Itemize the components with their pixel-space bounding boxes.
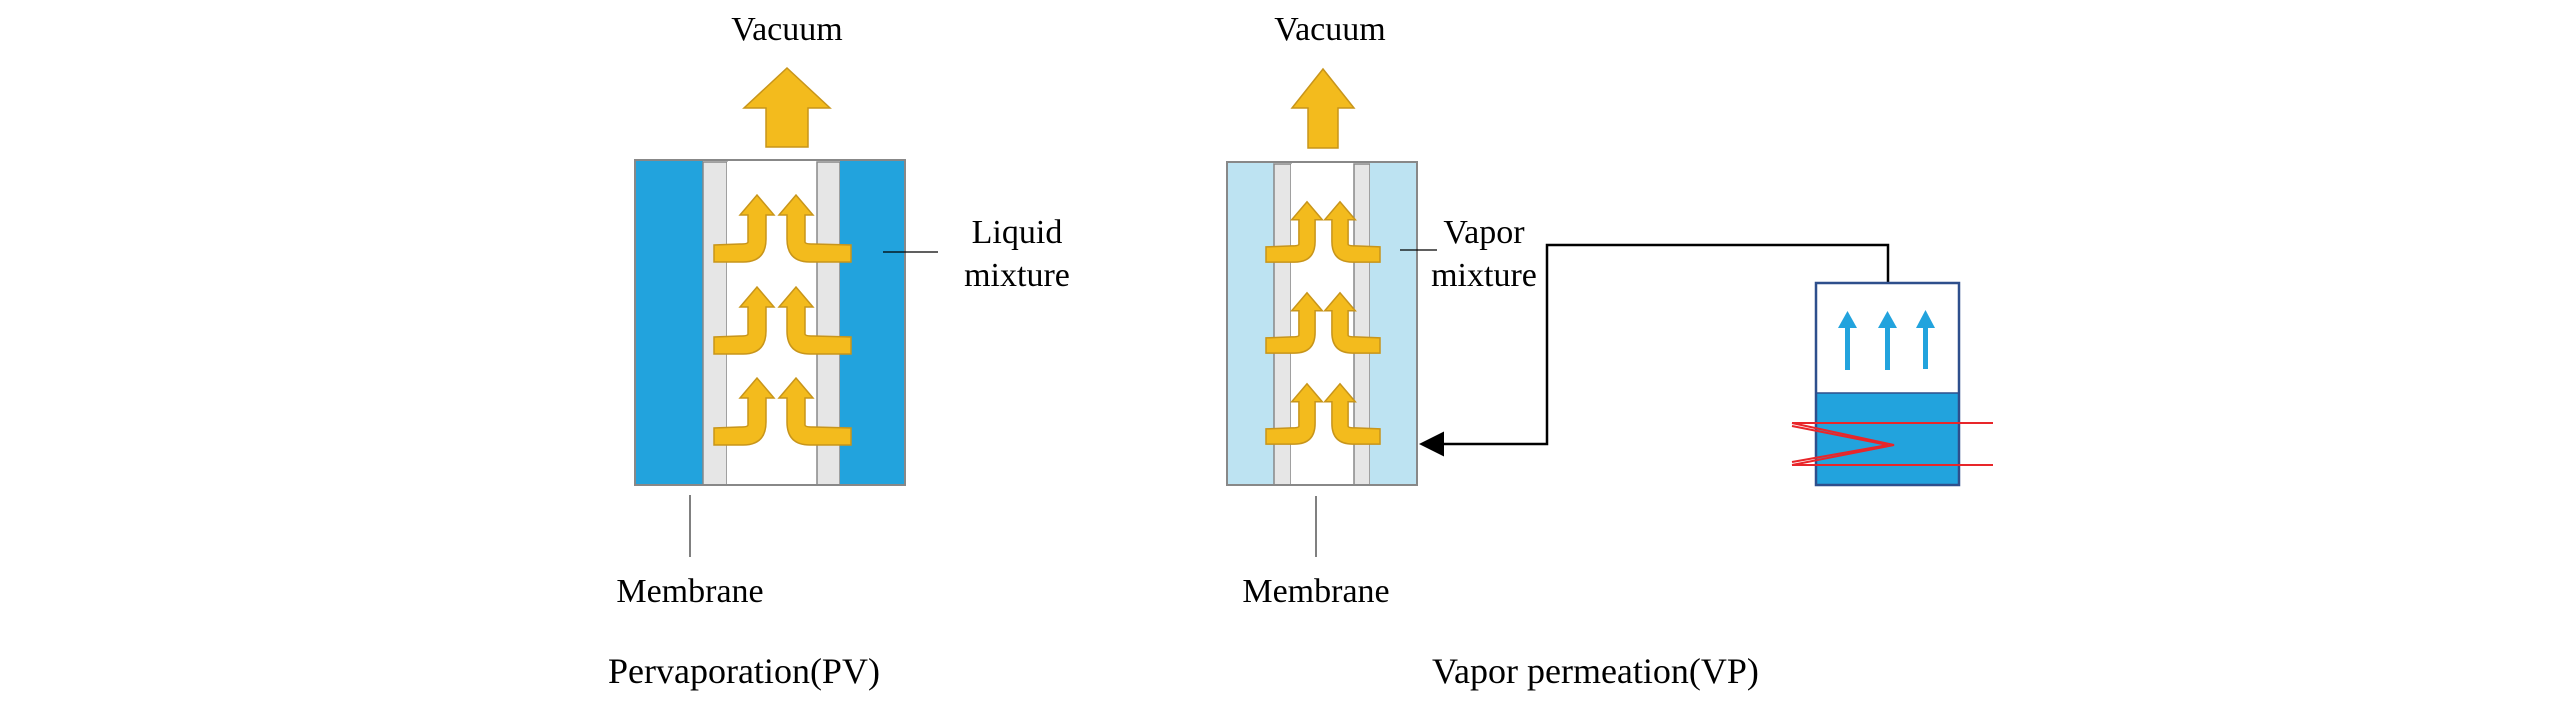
permeation-arrow-icon bbox=[713, 193, 776, 263]
permeation-arrow-icon bbox=[1323, 200, 1381, 263]
permeation-arrow-icon bbox=[1323, 291, 1381, 354]
pv-caption: Pervaporation(PV) bbox=[608, 651, 880, 691]
vapor-feed-line bbox=[1419, 243, 1890, 457]
pv-membrane-label: Membrane bbox=[616, 573, 763, 610]
heater-coil-icon bbox=[1791, 422, 1993, 466]
vp-panel: Vacuum Vapor mixture Membrane Vapor perm… bbox=[1226, 11, 1993, 691]
evaporator-liquid bbox=[1816, 393, 1959, 485]
permeation-arrow-icon bbox=[777, 376, 852, 446]
vp-module bbox=[1226, 161, 1418, 486]
permeation-arrow-icon bbox=[713, 285, 776, 355]
permeation-arrow-icon bbox=[713, 376, 776, 446]
pv-feed-left bbox=[635, 160, 703, 485]
pv-vacuum-label: Vacuum bbox=[731, 11, 842, 48]
pv-module bbox=[634, 159, 906, 486]
pv-panel: Vacuum Liquid mixture Membrane Pervapora… bbox=[608, 11, 1070, 691]
pv-vacuum-arrow-icon bbox=[742, 66, 832, 148]
evaporation-arrows bbox=[1838, 310, 1935, 370]
pv-module-border bbox=[634, 159, 906, 486]
permeation-arrow-icon bbox=[1265, 200, 1324, 263]
permeation-arrow-icon bbox=[1323, 382, 1381, 445]
evaporation-arrow-icon bbox=[1916, 310, 1935, 369]
permeation-arrow-icon bbox=[1265, 382, 1324, 445]
vp-membrane-label: Membrane bbox=[1242, 573, 1389, 610]
vp-module-border bbox=[1226, 161, 1418, 486]
vp-feed-label-line2: mixture bbox=[1431, 257, 1537, 294]
evaporator-border bbox=[1814, 281, 1961, 487]
evaporation-arrow-icon bbox=[1878, 311, 1897, 370]
pv-feed-label-line1: Liquid bbox=[972, 214, 1063, 251]
vp-feed-label-line1: Vapor bbox=[1443, 214, 1525, 251]
vp-flow-arrows bbox=[1265, 200, 1381, 445]
evaporator bbox=[1791, 281, 1993, 487]
vp-caption: Vapor permeation(VP) bbox=[1432, 651, 1759, 691]
vp-vacuum-label: Vacuum bbox=[1274, 11, 1385, 48]
pv-feed-label-line2: mixture bbox=[964, 257, 1070, 294]
vp-vacuum-arrow-icon bbox=[1290, 67, 1356, 149]
pv-flow-arrows bbox=[713, 193, 852, 446]
permeation-arrow-icon bbox=[777, 285, 852, 355]
permeation-arrow-icon bbox=[1265, 291, 1324, 354]
permeation-arrow-icon bbox=[777, 193, 852, 263]
evaporation-arrow-icon bbox=[1838, 311, 1857, 370]
